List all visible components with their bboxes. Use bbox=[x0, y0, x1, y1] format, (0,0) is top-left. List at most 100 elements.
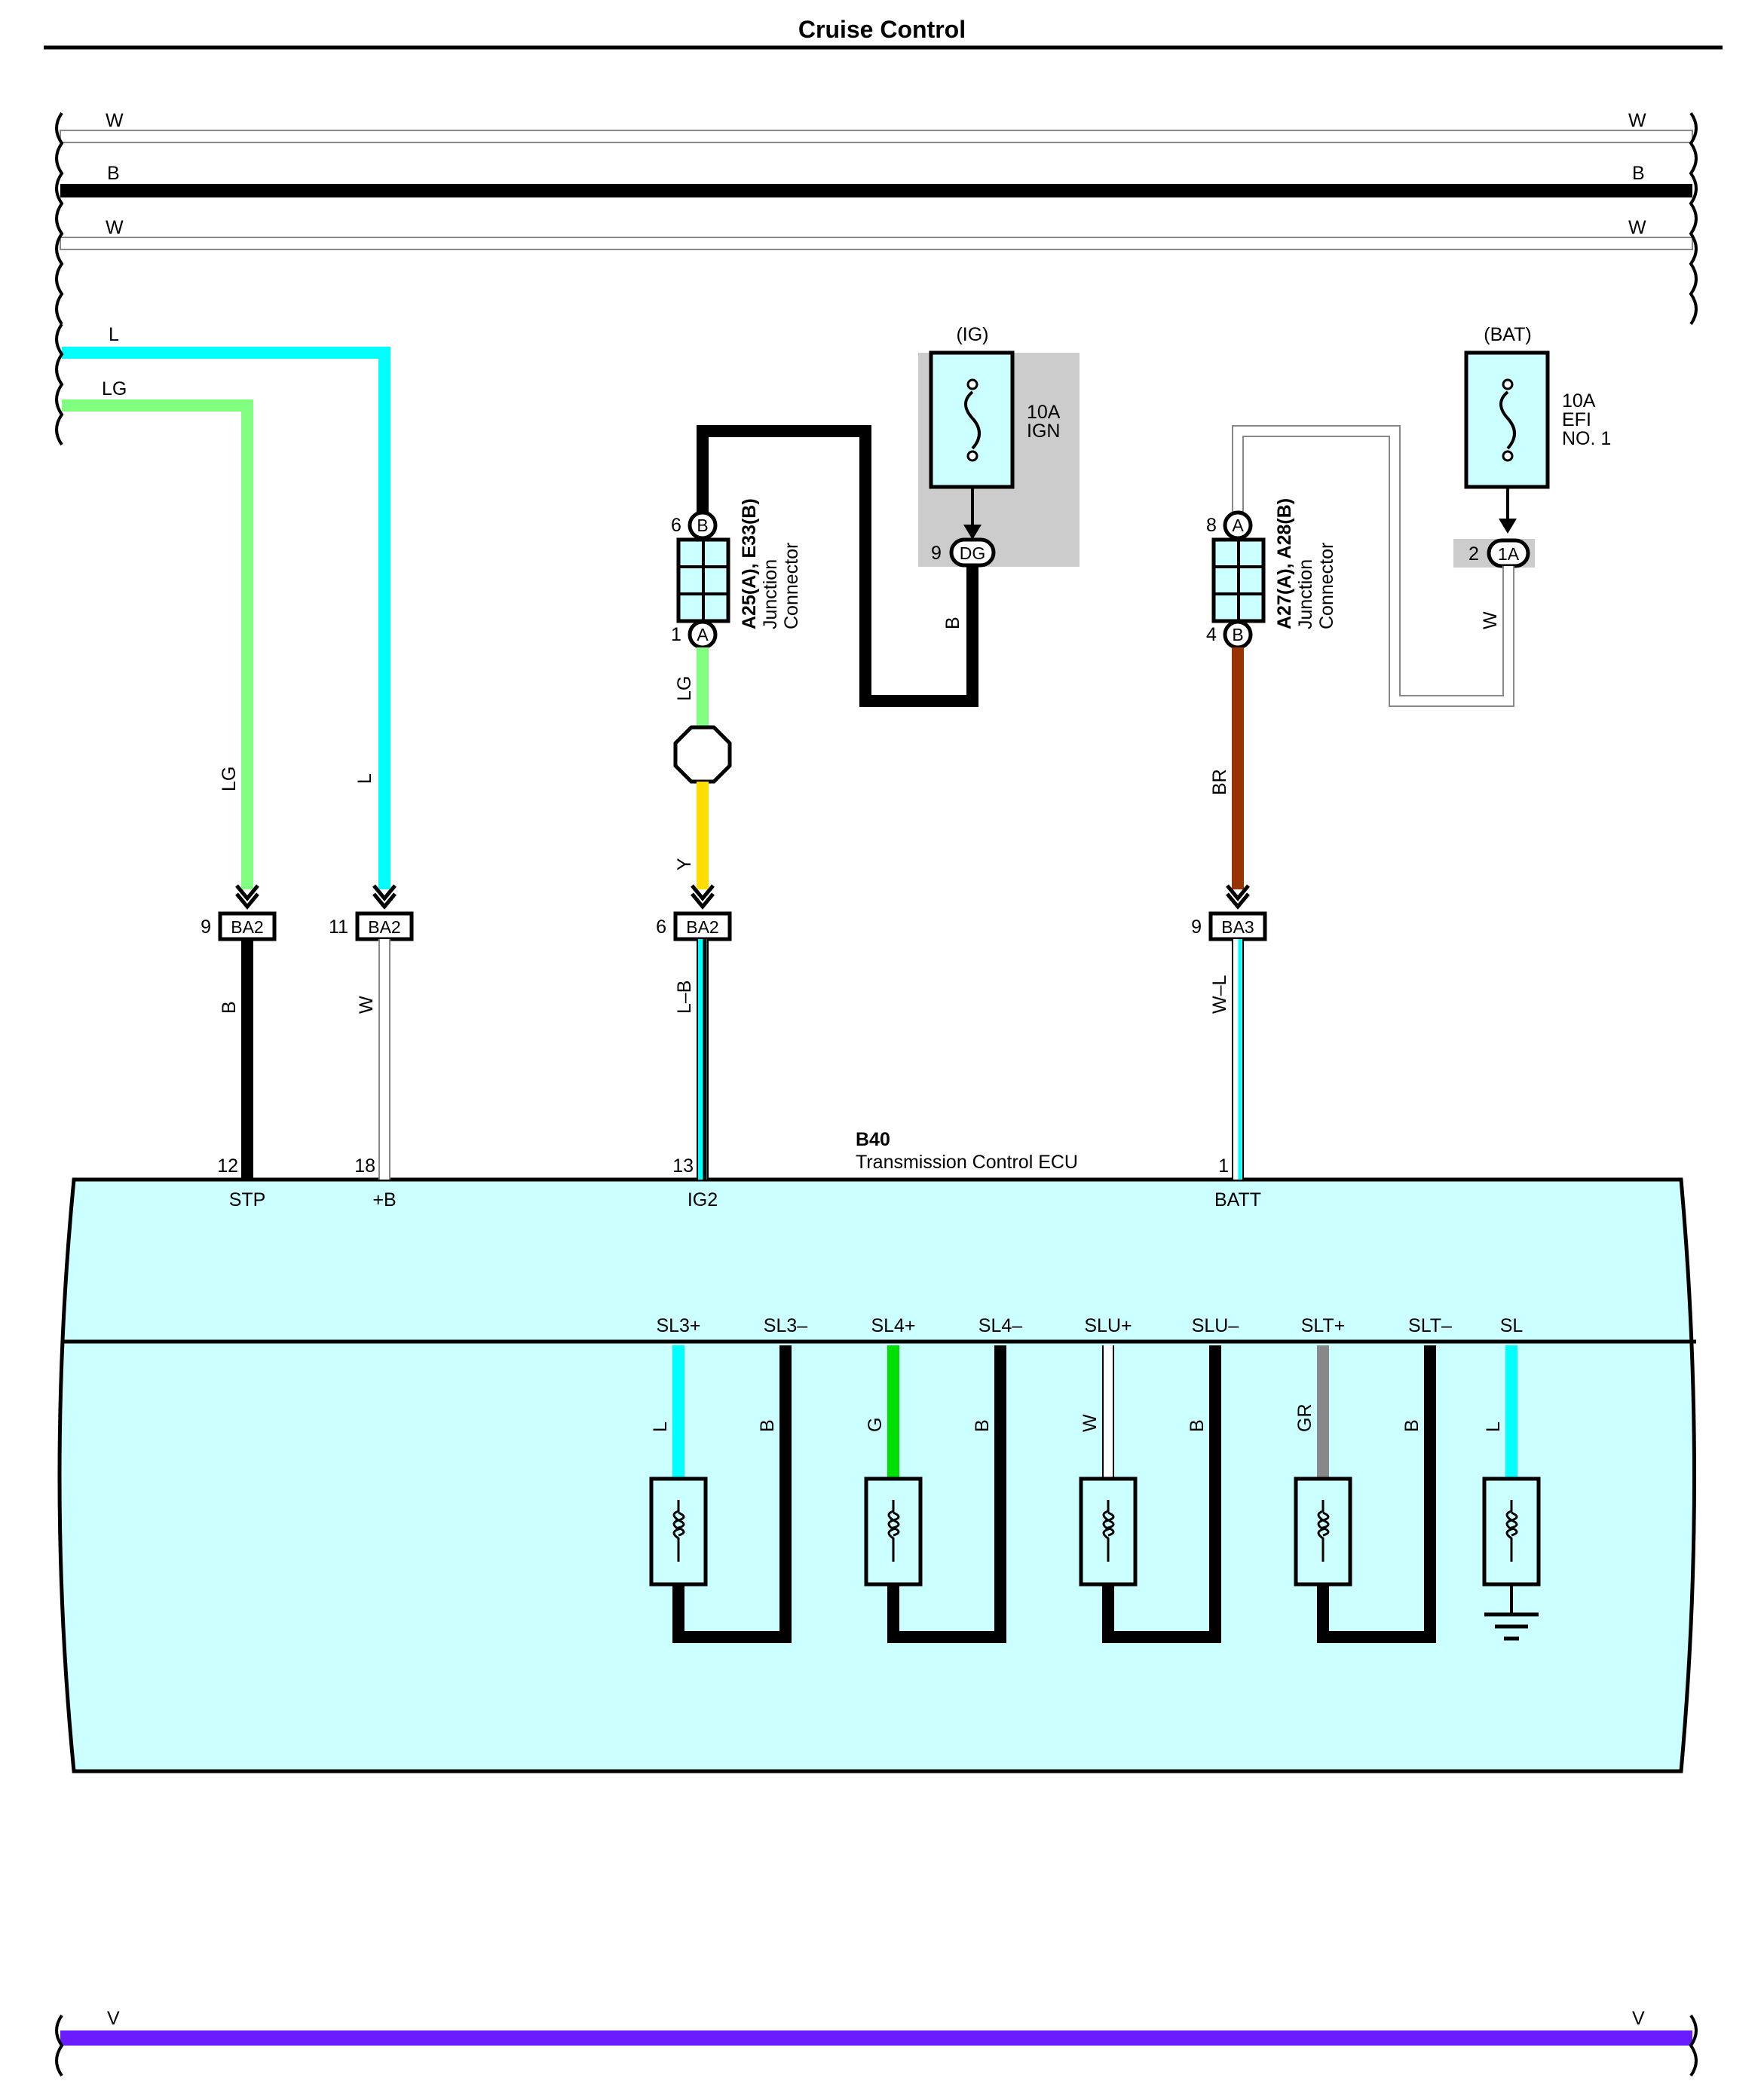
junction1-name: A25(A), E33(B) bbox=[739, 498, 760, 629]
wire-br-label: BR bbox=[1209, 769, 1230, 795]
inline-connector-box bbox=[355, 911, 414, 941]
fuse-ign-rating: 10A bbox=[1027, 402, 1061, 423]
junction2-top-conn: A bbox=[1232, 516, 1244, 535]
junction1-line2: Connector bbox=[781, 543, 802, 629]
connector-chevron-lower bbox=[235, 892, 259, 910]
wire-l-label-vertical: L bbox=[354, 773, 375, 784]
solenoid-plus-wire-label: W bbox=[1080, 1414, 1101, 1432]
fuse-efi-box bbox=[1464, 350, 1550, 489]
ecu-pin-number: 1 bbox=[1218, 1155, 1229, 1177]
fuse-efi-source: (BAT) bbox=[1484, 324, 1531, 345]
inline-connector-pin: 11 bbox=[329, 917, 348, 938]
junction1-bottom-pin: 1 bbox=[671, 624, 681, 645]
connector-chevron-upper bbox=[235, 884, 259, 901]
bus-w-bottom-label-right: W bbox=[1628, 217, 1646, 238]
solenoid-minus-wire bbox=[1317, 1345, 1436, 1643]
inline-connector-pin: 9 bbox=[1191, 917, 1202, 938]
solenoid-coil-box bbox=[864, 1477, 923, 1587]
solenoid-plus-label: SLU+ bbox=[1084, 1315, 1132, 1336]
inline-connector-pin: 6 bbox=[656, 917, 666, 938]
connector-1a-pin: 2 bbox=[1468, 543, 1479, 565]
junction2-bottom-pin: 4 bbox=[1206, 624, 1217, 645]
bus-v: V V bbox=[55, 2008, 1698, 2077]
solenoid-coil-icon bbox=[1102, 1500, 1111, 1562]
inline-connector-label: BA2 bbox=[231, 917, 263, 937]
solenoid-minus-label: SLU– bbox=[1192, 1315, 1239, 1336]
inline-connector-pin: 9 bbox=[201, 917, 211, 938]
junction2-name: A27(A), A28(B) bbox=[1274, 498, 1295, 629]
ecu-pin-number: 12 bbox=[217, 1155, 238, 1177]
bus-v-label-right: V bbox=[1632, 2008, 1645, 2029]
solenoid-minus-wire bbox=[672, 1345, 792, 1643]
solenoid-minus-label: SLT– bbox=[1408, 1315, 1452, 1336]
wire-lg-input: LG LG bbox=[62, 378, 253, 889]
connector-dg-pin: 9 bbox=[931, 543, 942, 564]
solenoid-minus-label: SL3– bbox=[764, 1315, 807, 1336]
solenoid-group: SL3+LSL3–BSL4+GSL4–BSLU+WSLU–BSLT+GRSLT–… bbox=[649, 1315, 1541, 1643]
junction2-top-pin: 8 bbox=[1206, 515, 1217, 536]
connector-chevron-upper bbox=[1226, 884, 1250, 901]
fuse-efi-name1: EFI bbox=[1562, 409, 1591, 430]
fuse-efi-rating: 10A bbox=[1562, 390, 1596, 412]
ecu-terminal-label: BATT bbox=[1214, 1189, 1261, 1210]
fuse-ign-source: (IG) bbox=[956, 324, 988, 345]
solenoid-coil-box bbox=[649, 1477, 708, 1587]
bus-v-label-left: V bbox=[107, 2008, 120, 2029]
bus-b: B B bbox=[60, 163, 1692, 197]
solenoid-coil-box bbox=[1482, 1477, 1541, 1587]
fuse-ign-group: (IG) 10A IGN DG 9 bbox=[918, 324, 1080, 568]
junction-connector-1: B 6 A 1 A25(A), E33(B) Junction Connecto… bbox=[671, 498, 802, 650]
connector-chevron-lower bbox=[1226, 892, 1250, 910]
wire-l-input: L L bbox=[62, 324, 390, 889]
wire-b-ign bbox=[697, 425, 978, 707]
wire-y-label: Y bbox=[674, 858, 695, 871]
wire-b-ign-label: B bbox=[942, 617, 963, 629]
junction-connector-2: A 8 B 4 A27(A), A28(B) Junction Connecto… bbox=[1206, 498, 1337, 650]
connector-1a-label: 1A bbox=[1498, 544, 1520, 564]
ecu-terminal-label: IG2 bbox=[688, 1189, 718, 1210]
solenoid-minus-wire-label: B bbox=[972, 1419, 993, 1432]
solenoid-coil-icon bbox=[1508, 1511, 1518, 1537]
wire-lg-label-top: LG bbox=[102, 378, 127, 399]
solenoid-coil-icon bbox=[672, 1500, 681, 1562]
solenoid-coil-icon bbox=[890, 1511, 900, 1537]
ecu-pin-number: 13 bbox=[672, 1155, 694, 1177]
junction1-bottom-conn: A bbox=[697, 625, 709, 644]
bus-w-top: W W bbox=[60, 110, 1693, 143]
ecu-terminal-label: +B bbox=[372, 1189, 396, 1210]
fuse-ign-name: IGN bbox=[1027, 421, 1060, 442]
inline-connector-box bbox=[1208, 911, 1267, 941]
junction2-line1: Junction bbox=[1295, 559, 1316, 629]
page-title: Cruise Control bbox=[798, 16, 966, 43]
fuse-ign-symbol bbox=[964, 390, 981, 450]
fuse-efi-symbol bbox=[1499, 390, 1516, 450]
fuse-efi-group: (BAT) 10A EFI NO. 1 1A 2 bbox=[1453, 324, 1611, 568]
solenoid-minus-wire-label: B bbox=[1401, 1419, 1423, 1432]
solenoid-coil-icon bbox=[887, 1500, 896, 1562]
connector-chevron-upper bbox=[372, 884, 397, 901]
wire-lg-junction-label: LG bbox=[674, 676, 695, 701]
solenoid-minus-wire bbox=[1102, 1345, 1221, 1643]
solenoid-plus-label: SLT+ bbox=[1301, 1315, 1346, 1336]
inline-connector-label: BA2 bbox=[368, 917, 400, 937]
fuse-efi-name2: NO. 1 bbox=[1562, 428, 1611, 449]
ecu-box bbox=[57, 1177, 1696, 1773]
solenoid-plus-wire-label: G bbox=[865, 1418, 886, 1432]
wire-l-label-top: L bbox=[109, 324, 119, 345]
bus-w-top-label-left: W bbox=[106, 110, 124, 131]
connector-chevron-lower bbox=[691, 892, 715, 910]
left-break-marks bbox=[55, 323, 64, 446]
solenoid-coil-box bbox=[1294, 1477, 1352, 1587]
ecu-code: B40 bbox=[856, 1129, 890, 1150]
solenoid-plus-label: SL bbox=[1500, 1315, 1524, 1336]
solenoid-minus-wire-label: B bbox=[757, 1419, 778, 1432]
solenoid-coil-icon bbox=[1317, 1500, 1326, 1562]
ecu-name: Transmission Control ECU bbox=[856, 1152, 1078, 1173]
solenoid-minus-label: SL4– bbox=[978, 1315, 1022, 1336]
fuse-ign-box bbox=[929, 350, 1015, 489]
junction1-line1: Junction bbox=[760, 559, 781, 629]
solenoid-coil-box bbox=[1079, 1477, 1138, 1587]
